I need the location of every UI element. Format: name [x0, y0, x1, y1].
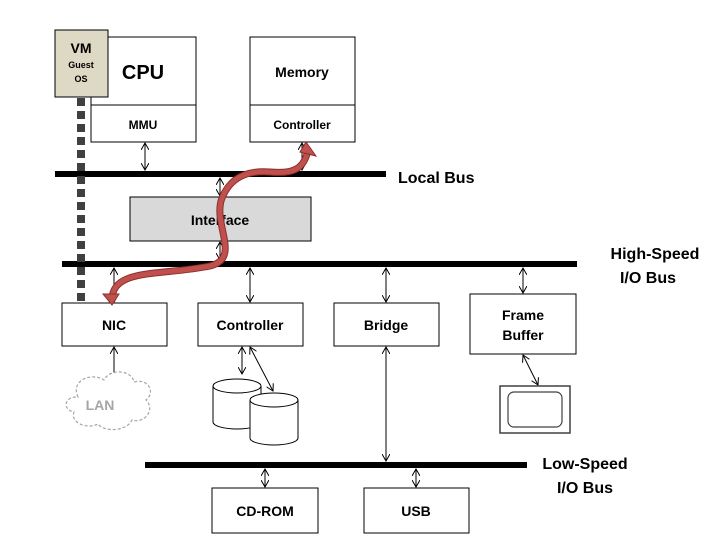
controller-box: Controller	[197, 302, 304, 347]
controller-disk2-arrow	[250, 347, 273, 391]
frame-buffer-label-line1: Frame	[502, 307, 544, 323]
nic-label: NIC	[102, 317, 126, 333]
data-path-head-nic	[101, 293, 120, 306]
cpu-label: CPU	[122, 62, 164, 84]
data-path-arrow	[101, 141, 318, 306]
bridge-label: Bridge	[364, 317, 409, 333]
cdrom-label: CD-ROM	[236, 503, 294, 519]
disk-icon	[249, 392, 299, 446]
vm-guest-os-box: VM Guest OS	[54, 29, 109, 98]
cdrom-box: CD-ROM	[211, 487, 319, 534]
nic-box: NIC	[61, 302, 168, 347]
vm-os-label: OS	[74, 74, 87, 84]
frame-buffer-label-line2: Buffer	[502, 327, 544, 343]
frame-buffer-monitor-arrow	[523, 355, 538, 385]
vm-guest-label: Guest	[68, 60, 94, 70]
frame-buffer-box: Frame Buffer	[469, 293, 577, 355]
mmu-label: MMU	[129, 118, 158, 132]
lan-cloud: LAN	[65, 371, 151, 431]
high-speed-bus-label-line2: I/O Bus	[620, 270, 676, 287]
bridge-box: Bridge	[333, 302, 440, 347]
low-speed-bus-label-line1: Low-Speed	[542, 456, 627, 473]
usb-box: USB	[363, 487, 470, 534]
lan-label: LAN	[86, 397, 115, 413]
memory-controller-label: Controller	[273, 118, 331, 132]
controller-label: Controller	[217, 317, 284, 333]
usb-label: USB	[401, 503, 431, 519]
disk-icon	[212, 378, 262, 430]
vm-title: VM	[71, 40, 92, 56]
monitor-icon	[499, 385, 571, 434]
connectors	[114, 143, 538, 487]
low-speed-bus-label-line2: I/O Bus	[557, 480, 613, 497]
data-path-head-memory	[299, 141, 318, 157]
high-speed-bus-label-line1: High-Speed	[611, 246, 700, 263]
memory-box: Memory Controller	[249, 36, 356, 143]
local-bus-label: Local Bus	[398, 170, 475, 187]
memory-label: Memory	[275, 64, 329, 80]
